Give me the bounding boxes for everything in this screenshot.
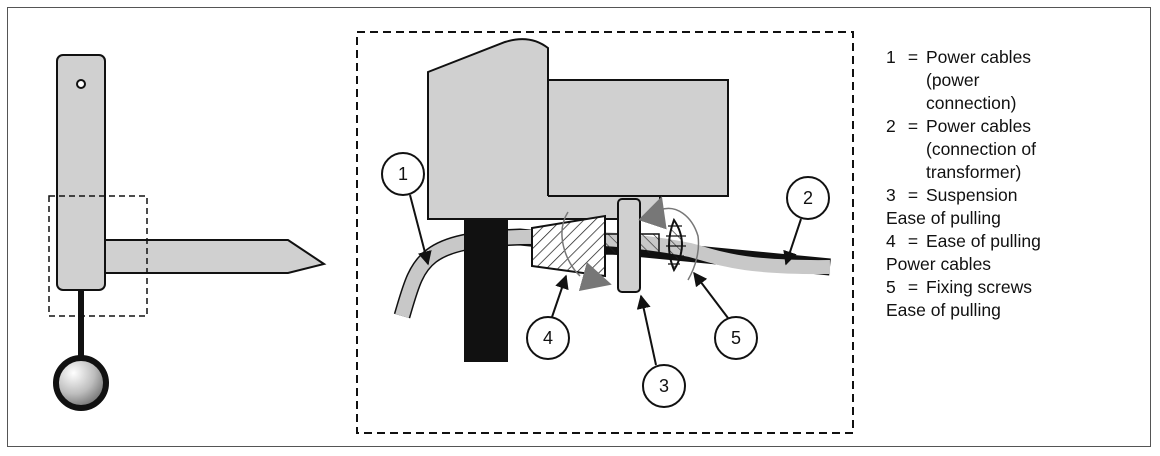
callout-circle — [786, 176, 830, 220]
black-post — [464, 215, 508, 362]
callout-label: 2 — [803, 188, 813, 208]
callout-label: 4 — [543, 328, 553, 348]
legend-equals: = — [907, 185, 919, 205]
legend-number: 5 — [886, 277, 896, 297]
overview-arm — [104, 239, 327, 274]
legend-item-4: 4 = Ease of pulling — [886, 230, 1136, 253]
fixing-screw-nut — [668, 217, 683, 273]
rotation-arrow-left — [561, 211, 581, 277]
detail-view — [393, 38, 831, 362]
callout-5: 5 — [693, 271, 758, 360]
legend-text: connection) — [926, 93, 1017, 113]
legend-equals: = — [907, 116, 919, 136]
legend-text: Power cables — [926, 116, 1032, 136]
legend-text: Power cables — [886, 254, 992, 274]
legend-item-2: 2 = Power cables — [886, 115, 1136, 138]
legend-item-5: 5 = Fixing screws — [886, 276, 1136, 299]
legend-number: 1 — [886, 47, 896, 67]
callout-2: 2 — [783, 176, 830, 266]
legend-item-1: 1 = Power cables — [886, 46, 1136, 69]
callout-circle — [642, 364, 686, 408]
callout-label: 1 — [398, 164, 408, 184]
legend-text: transformer) — [926, 162, 1022, 182]
legend-text: Ease of pulling — [926, 231, 1041, 251]
callout-label: 3 — [659, 376, 669, 396]
legend-text: Power cables — [926, 47, 1032, 67]
legend-number: 2 — [886, 116, 896, 136]
callout-circle — [714, 316, 758, 360]
callout-3: 3 — [636, 294, 686, 408]
legend: 1 = Power cables (power connection) 2 = … — [886, 46, 1136, 322]
callout-label: 5 — [731, 328, 741, 348]
strain-relief-gland — [531, 214, 606, 278]
legend-item-3: 3 = Suspension — [886, 184, 1136, 207]
callout-1: 1 — [381, 152, 432, 266]
suspension-ball — [53, 355, 109, 411]
detail-view-box — [356, 31, 854, 434]
overview-fixture — [48, 54, 327, 411]
callout-circle — [526, 316, 570, 360]
mounting-hole-icon — [76, 79, 86, 89]
legend-text: (connection of — [926, 139, 1036, 159]
detail-marker-box — [48, 195, 148, 317]
legend-text: Fixing screws — [926, 277, 1032, 297]
pull-arrow-left — [578, 262, 612, 292]
legend-equals: = — [907, 47, 919, 67]
legend-text: Ease of pulling — [886, 300, 1001, 320]
callout-4: 4 — [526, 274, 570, 360]
overview-housing — [56, 54, 106, 291]
turn-arrow-right — [638, 196, 667, 230]
legend-text: Suspension — [926, 185, 1018, 205]
legend-number: 4 — [886, 231, 896, 251]
legend-equals: = — [907, 277, 919, 297]
legend-number: 3 — [886, 185, 896, 205]
suspension-bracket — [617, 198, 641, 293]
legend-text: (power — [926, 70, 980, 90]
rotation-arrow-right — [659, 207, 700, 281]
legend-text: Ease of pulling — [886, 208, 1001, 228]
legend-equals: = — [907, 231, 919, 251]
luminaire-housing — [427, 38, 729, 220]
callout-circle — [381, 152, 425, 196]
